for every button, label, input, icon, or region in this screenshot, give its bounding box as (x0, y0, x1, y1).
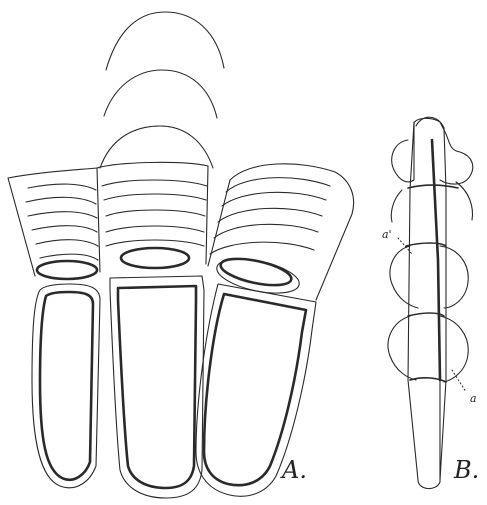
middle-cap (97, 162, 208, 268)
panel-a-label: A. (280, 456, 307, 484)
stalk-inner-line (432, 140, 440, 380)
upper-arcs (100, 12, 224, 168)
left-body-cell (32, 284, 100, 488)
panel-b: a' a B. (382, 117, 479, 488)
left-cap (8, 168, 100, 279)
annotation-a-prime: a' (382, 228, 392, 241)
annotation-a: a (470, 392, 477, 405)
bulge-upper (390, 246, 468, 308)
middle-body-cell (110, 276, 204, 498)
panel-a: A. (8, 12, 354, 498)
panel-b-label: B. (453, 456, 479, 484)
right-cap (208, 164, 354, 300)
bulge-lower (388, 316, 468, 382)
stalk-wall-left (408, 122, 440, 489)
